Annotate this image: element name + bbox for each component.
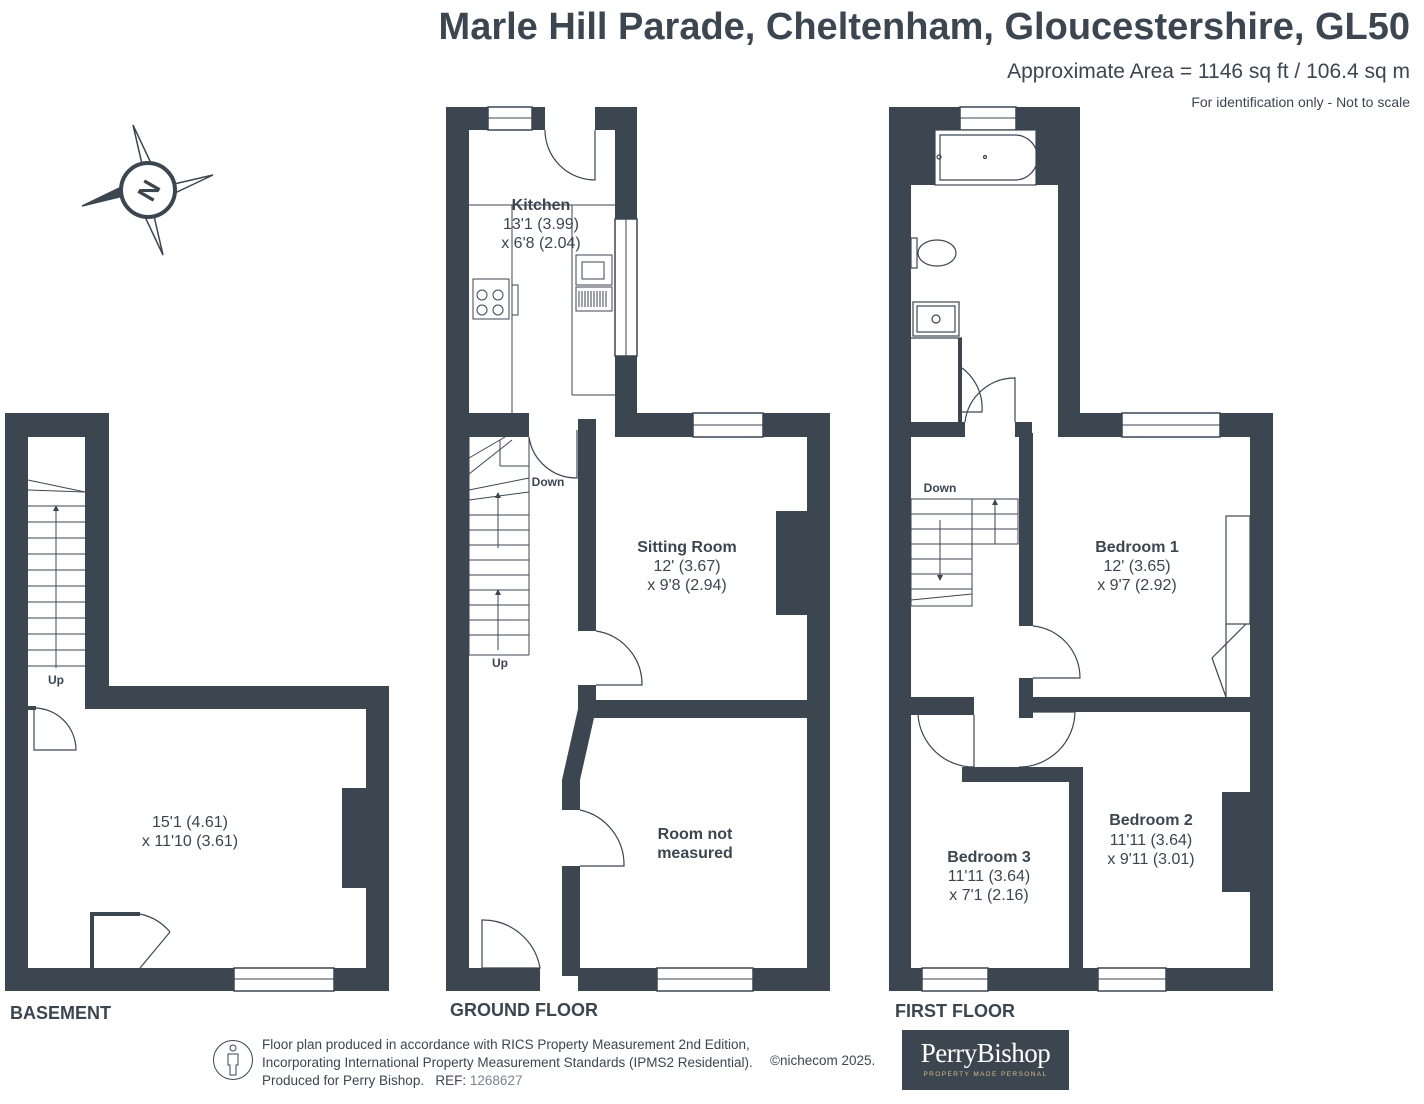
scale-disclaimer: For identification only - Not to scale xyxy=(1191,94,1410,110)
kitchen-dim1: 13'1 (3.99) xyxy=(503,216,579,233)
ground-stairs-down-label: Down xyxy=(532,475,565,489)
logo-tagline: PROPERTY MADE PERSONAL xyxy=(923,1071,1048,1078)
kitchen-name: Kitchen xyxy=(512,197,571,214)
ground-floor-plan: Kitchen 13'1 (3.99) x 6'8 (2.04) Down Up… xyxy=(446,106,830,992)
sitting-room-dim2: x 9'8 (2.94) xyxy=(647,577,727,594)
footer-line3: Produced for Perry Bishop. REF: 1268627 xyxy=(262,1072,753,1090)
basement-room-dim2: x 11'10 (3.61) xyxy=(142,833,238,850)
compass-rose-icon: N xyxy=(81,124,214,256)
bedroom1-name: Bedroom 1 xyxy=(1095,539,1179,556)
basement-room-dim1: 15'1 (4.61) xyxy=(152,814,228,831)
logo-name: PerryBishop xyxy=(920,1038,1051,1068)
first-floor-plan: Down Bedroom 1 12' (3.65) x 9'7 (2.92) B… xyxy=(889,106,1273,992)
basement-label: BASEMENT xyxy=(10,1003,111,1023)
bedroom3-name: Bedroom 3 xyxy=(947,849,1031,866)
bedroom3-dim2: x 7'1 (2.16) xyxy=(949,887,1029,904)
bedroom1-dim2: x 9'7 (2.92) xyxy=(1097,577,1177,594)
ref-value: 1268627 xyxy=(469,1073,523,1088)
footer-line1: Floor plan produced in accordance with R… xyxy=(262,1037,750,1052)
bedroom3-dim1: 11'11 (3.64) xyxy=(948,868,1031,885)
first-stairs-down-label: Down xyxy=(924,481,957,495)
copyright: ©nichecom 2025. xyxy=(770,1053,876,1068)
bedroom2-dim1: 11'11 (3.64) xyxy=(1110,832,1193,849)
approximate-area: Approximate Area = 1146 sq ft / 106.4 sq… xyxy=(1007,60,1410,83)
kitchen-dim2: x 6'8 (2.04) xyxy=(501,235,581,252)
bedroom2-name: Bedroom 2 xyxy=(1109,812,1193,829)
person-scale-icon xyxy=(213,1040,253,1080)
basement-stairs-up-label: Up xyxy=(48,673,64,687)
property-title: Marle Hill Parade, Cheltenham, Glouceste… xyxy=(438,6,1410,48)
bedroom1-dim1: 12' (3.65) xyxy=(1103,558,1170,575)
produced-for: Produced for Perry Bishop. xyxy=(262,1073,425,1088)
bedroom2-dim2: x 9'11 (3.01) xyxy=(1107,851,1194,868)
sitting-room-dim1: 12' (3.67) xyxy=(653,558,720,575)
rics-disclaimer: Floor plan produced in accordance with R… xyxy=(262,1036,753,1090)
room-not-measured-line2: measured xyxy=(657,845,733,862)
ground-floor-label: GROUND FLOOR xyxy=(450,1000,598,1020)
footer-line2: Incorporating International Property Mea… xyxy=(262,1055,753,1070)
basement-plan: Up 15'1 (4.61) x 11'10 (3.61) xyxy=(5,413,389,992)
room-not-measured-line1: Room not xyxy=(658,826,733,843)
ref-label: REF: xyxy=(435,1073,467,1088)
perrybishop-logo: PerryBishop PROPERTY MADE PERSONAL xyxy=(902,1030,1069,1090)
ground-stairs-up-label: Up xyxy=(492,656,508,670)
sitting-room-name: Sitting Room xyxy=(637,539,737,556)
first-floor-label: FIRST FLOOR xyxy=(895,1001,1015,1021)
